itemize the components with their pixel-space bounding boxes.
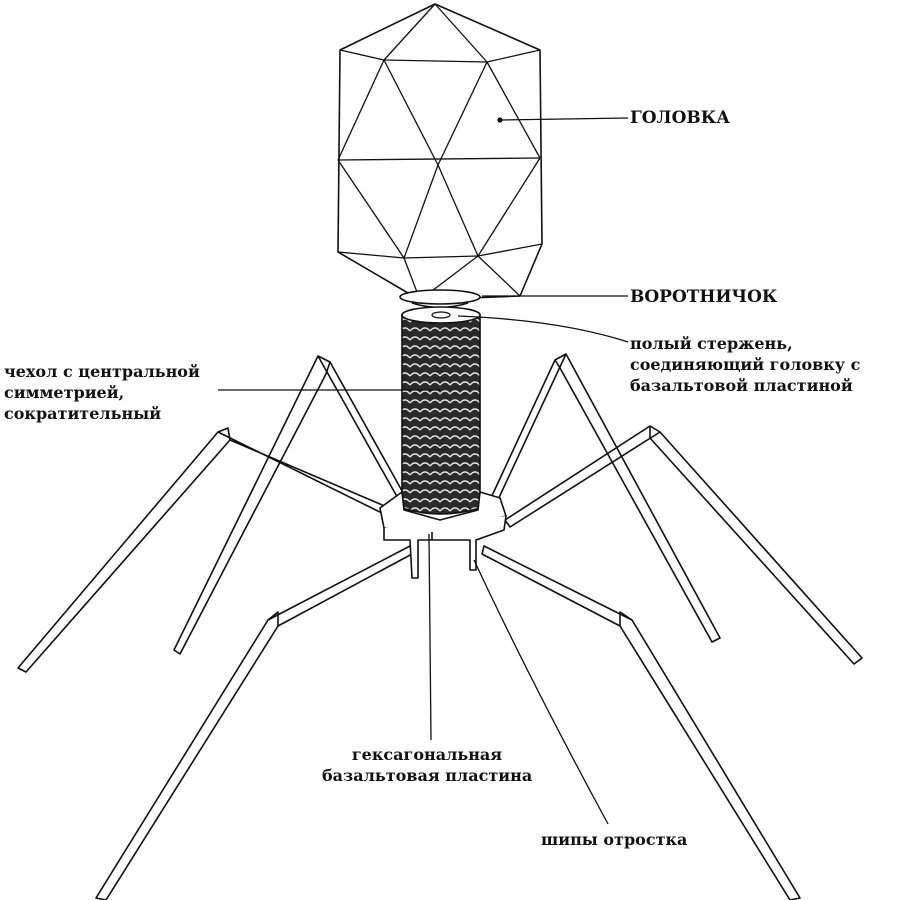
leader-head (499, 117, 629, 121)
label-core-line-3: базальтовой пластиной (630, 376, 853, 395)
label-sheath-line-2: симметрией, (4, 383, 125, 402)
label-baseplate: гексагональная базальтовая пластина (322, 744, 532, 786)
label-baseplate-line-2: базальтовая пластина (322, 766, 533, 785)
label-collar: ВОРОТНИЧОК (630, 287, 778, 307)
label-spikes: шипы отростка (541, 830, 688, 849)
label-core-line-2: соединяющий головку с (630, 355, 861, 374)
label-baseplate-line-1: гексагональная (351, 745, 503, 764)
label-sheath-line-3: сократительный (4, 404, 162, 423)
leader-core (457, 315, 629, 343)
leader-spikes (473, 559, 609, 825)
label-core: полый стержень, соединяющий головку с ба… (630, 333, 860, 396)
tail-sheath (401, 306, 481, 515)
leader-baseplate (428, 533, 432, 741)
label-sheath-line-1: чехол с центральной (4, 362, 200, 381)
label-sheath: чехол с центральной симметрией, сократит… (4, 361, 200, 424)
head-capsid (337, 3, 543, 301)
leader-lines (218, 117, 629, 825)
label-head: ГОЛОВКА (630, 108, 731, 128)
collar (399, 289, 481, 309)
label-core-line-1: полый стержень, (630, 334, 793, 353)
